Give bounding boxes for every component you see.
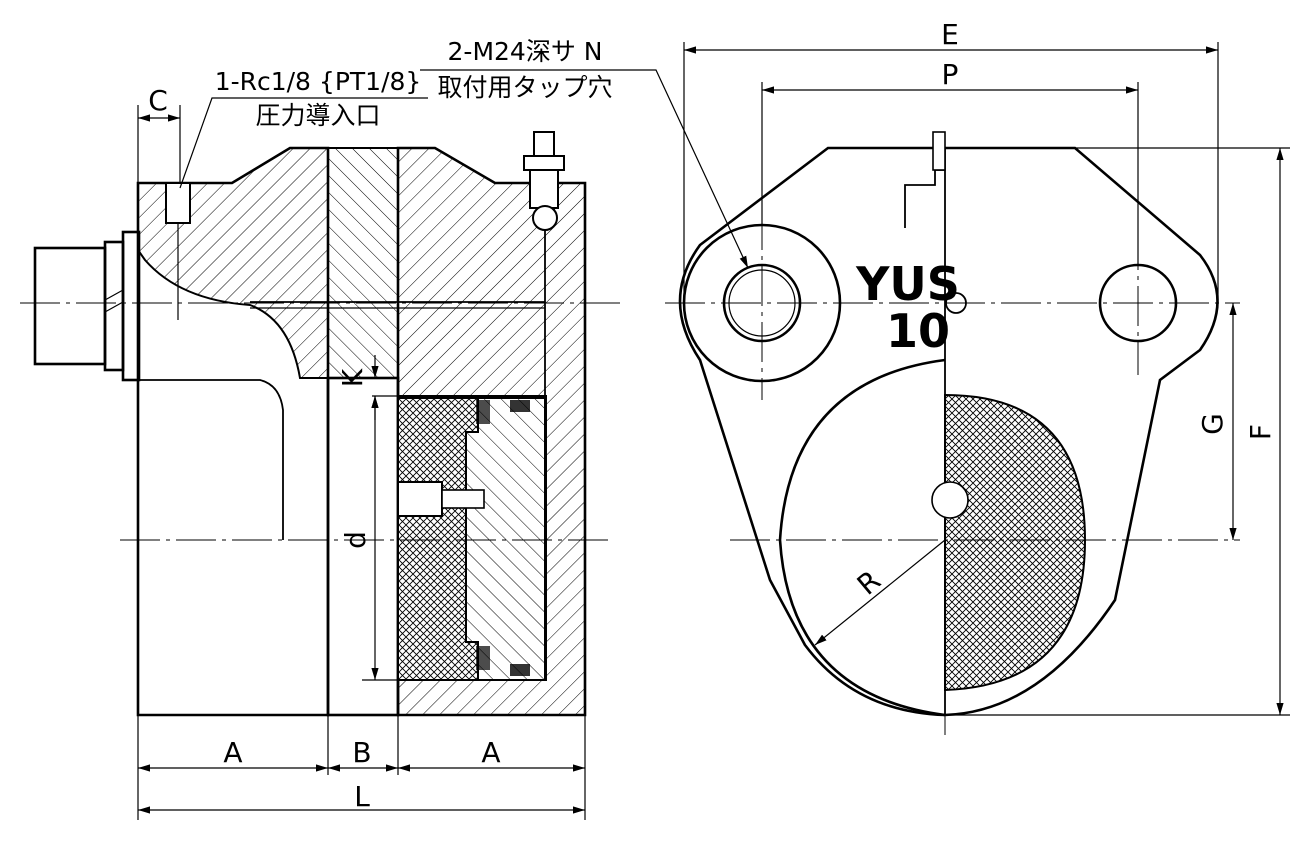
grease-fitting — [529, 167, 559, 209]
dim-e-label: E — [941, 18, 959, 51]
dim-k-label: K — [336, 368, 369, 387]
section-view — [20, 131, 620, 717]
dim-b-label: B — [352, 736, 371, 769]
boss-shoulder — [121, 230, 141, 382]
dim-g-label: G — [1196, 413, 1229, 435]
dim-l-label: L — [354, 780, 370, 813]
model-line1: YUS — [855, 257, 960, 311]
tap-label-line1: 2-M24深サ N — [448, 37, 603, 66]
port-label-line1: 1-Rc1/8 {PT1/8} — [215, 67, 422, 96]
dim-p-label: P — [942, 58, 959, 91]
threaded-boss — [33, 246, 107, 366]
middle-plate-hatch — [327, 147, 399, 379]
dim-c-label: C — [148, 84, 168, 117]
dim-f-label: F — [1244, 424, 1277, 440]
tap-label-line2: 取付用タップ穴 — [437, 73, 612, 102]
dimensions: C 1-Rc1/8 {PT1/8} 圧力導入口 2-M24深サ N 取付用タップ… — [137, 18, 1290, 820]
pressure-port — [165, 182, 191, 224]
end-view: YUS 10 — [665, 131, 1240, 735]
dim-d-label: d — [339, 531, 372, 549]
piston-hatch — [465, 397, 546, 681]
model-line2: 10 — [886, 304, 950, 358]
boss-flange — [103, 240, 125, 372]
dim-a-left-label: A — [223, 736, 242, 769]
dim-a-right-label: A — [481, 736, 500, 769]
port-label-line2: 圧力導入口 — [255, 101, 380, 130]
